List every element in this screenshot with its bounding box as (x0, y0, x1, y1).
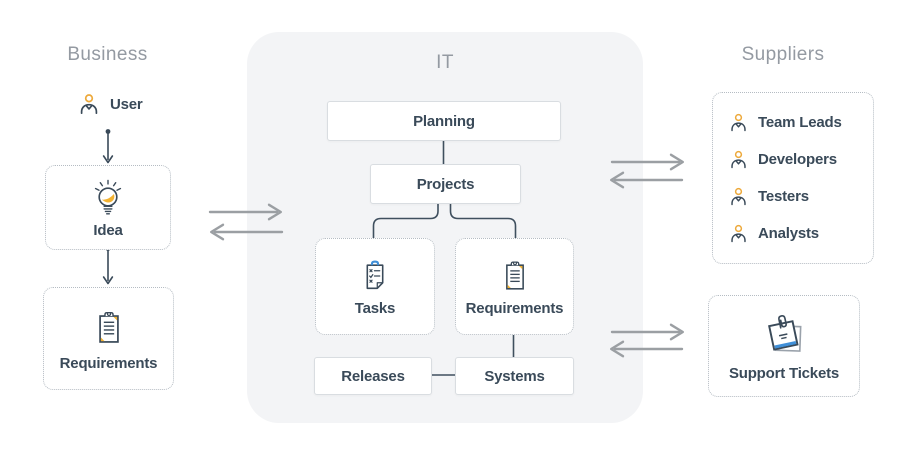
tasks-box: Tasks (315, 238, 435, 335)
person-icon (731, 113, 746, 132)
idea-label: Idea (93, 221, 123, 239)
support-tickets-label: Support Tickets (728, 365, 840, 382)
user-item: User (77, 92, 143, 116)
systems-node: Systems (455, 357, 574, 395)
it-title: IT (436, 52, 454, 73)
user-to-idea-connector (102, 129, 114, 164)
business-requirements-label: Requirements (59, 354, 158, 372)
it-requirements-label: Requirements (465, 300, 564, 317)
business-requirements-box: Requirements (43, 287, 174, 390)
role-label: Team Leads (758, 114, 842, 131)
role-analysts: Analysts (728, 223, 819, 244)
user-label: User (110, 95, 143, 113)
idea-box: Idea (45, 165, 171, 250)
idea-to-requirements-connector (102, 246, 114, 285)
role-label: Analysts (758, 225, 819, 242)
tasks-label: Tasks (354, 300, 396, 317)
supplier-roles-box: Team Leads Developers Testers (712, 92, 874, 264)
lightbulb-icon (94, 179, 122, 215)
it-requirements-box: Requirements (455, 238, 574, 335)
releases-node: Releases (314, 357, 432, 395)
role-testers: Testers (728, 186, 809, 207)
ticket-note-icon (768, 315, 802, 352)
projects-node: Projects (370, 164, 521, 204)
planning-node: Planning (327, 101, 561, 141)
suppliers-title: Suppliers (741, 44, 825, 65)
task-list-icon (366, 260, 384, 290)
role-label: Developers (758, 151, 837, 168)
person-icon (731, 150, 746, 169)
clipboard-icon (98, 311, 119, 343)
user-icon (80, 94, 98, 115)
it-panel (247, 32, 643, 423)
role-developers: Developers (728, 149, 837, 170)
clipboard-icon (505, 261, 524, 290)
person-icon (731, 187, 746, 206)
role-team-leads: Team Leads (728, 112, 842, 133)
person-icon (731, 224, 746, 243)
business-title: Business (67, 44, 148, 65)
support-tickets-box: Support Tickets (708, 295, 860, 397)
role-label: Testers (758, 188, 809, 205)
